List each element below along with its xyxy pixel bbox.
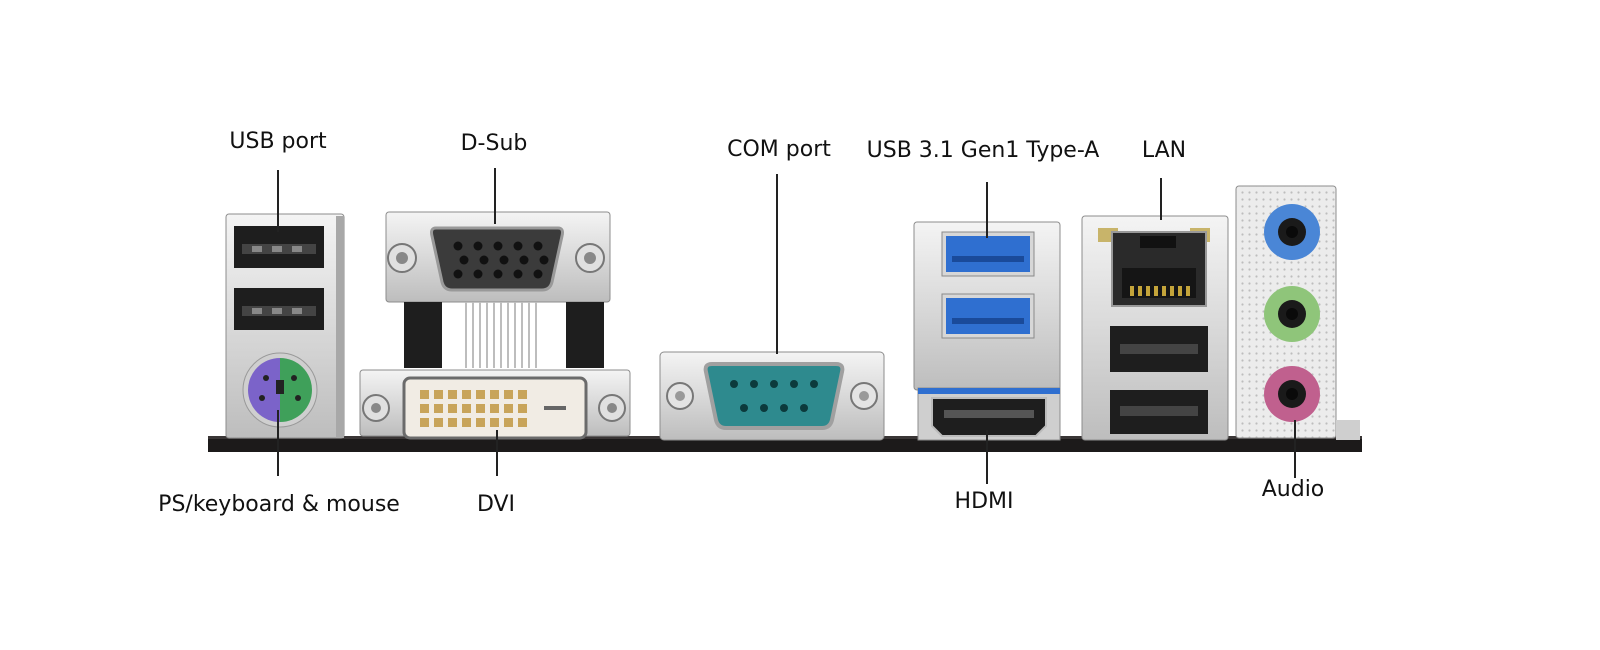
usb-port-lan-top (1110, 326, 1208, 372)
dvi-connector (359, 369, 631, 440)
com-connector (659, 351, 885, 441)
label-ps2: PS/keyboard & mouse (158, 492, 400, 517)
audio-jack-pink (1264, 366, 1320, 422)
label-audio: Audio (1261, 477, 1325, 502)
usb3-hdmi-stack (913, 221, 1061, 441)
label-dsub: D-Sub (460, 131, 528, 156)
label-com-port: COM port (727, 137, 831, 162)
audio-jack-blue (1264, 204, 1320, 260)
label-usb-port: USB port (229, 129, 327, 154)
leader-usb31 (986, 182, 988, 238)
leader-ps2 (277, 410, 279, 476)
usb-port-top (234, 226, 324, 268)
leader-dsub (494, 168, 496, 224)
leader-audio (1294, 420, 1296, 478)
label-dvi: DVI (476, 492, 516, 517)
usb3-port-bottom (941, 293, 1035, 339)
usb-ps2-stack (225, 213, 345, 439)
audio-stack (1235, 185, 1360, 440)
usb-port-bottom (234, 288, 324, 330)
lan-usb-stack (1081, 215, 1229, 441)
leader-com-port (776, 174, 778, 354)
leader-usb-port (277, 170, 279, 232)
dsub-connector (385, 211, 611, 368)
leader-hdmi (986, 430, 988, 484)
ps2-port (242, 352, 318, 428)
label-hdmi: HDMI (954, 489, 1014, 514)
usb3-port-top (941, 231, 1035, 277)
audio-jack-green (1264, 286, 1320, 342)
label-usb31: USB 3.1 Gen1 Type-A (866, 138, 1100, 163)
usb-port-lan-bottom (1110, 390, 1208, 434)
leader-dvi (496, 430, 498, 476)
leader-lan (1160, 178, 1162, 220)
label-lan: LAN (1141, 138, 1187, 163)
